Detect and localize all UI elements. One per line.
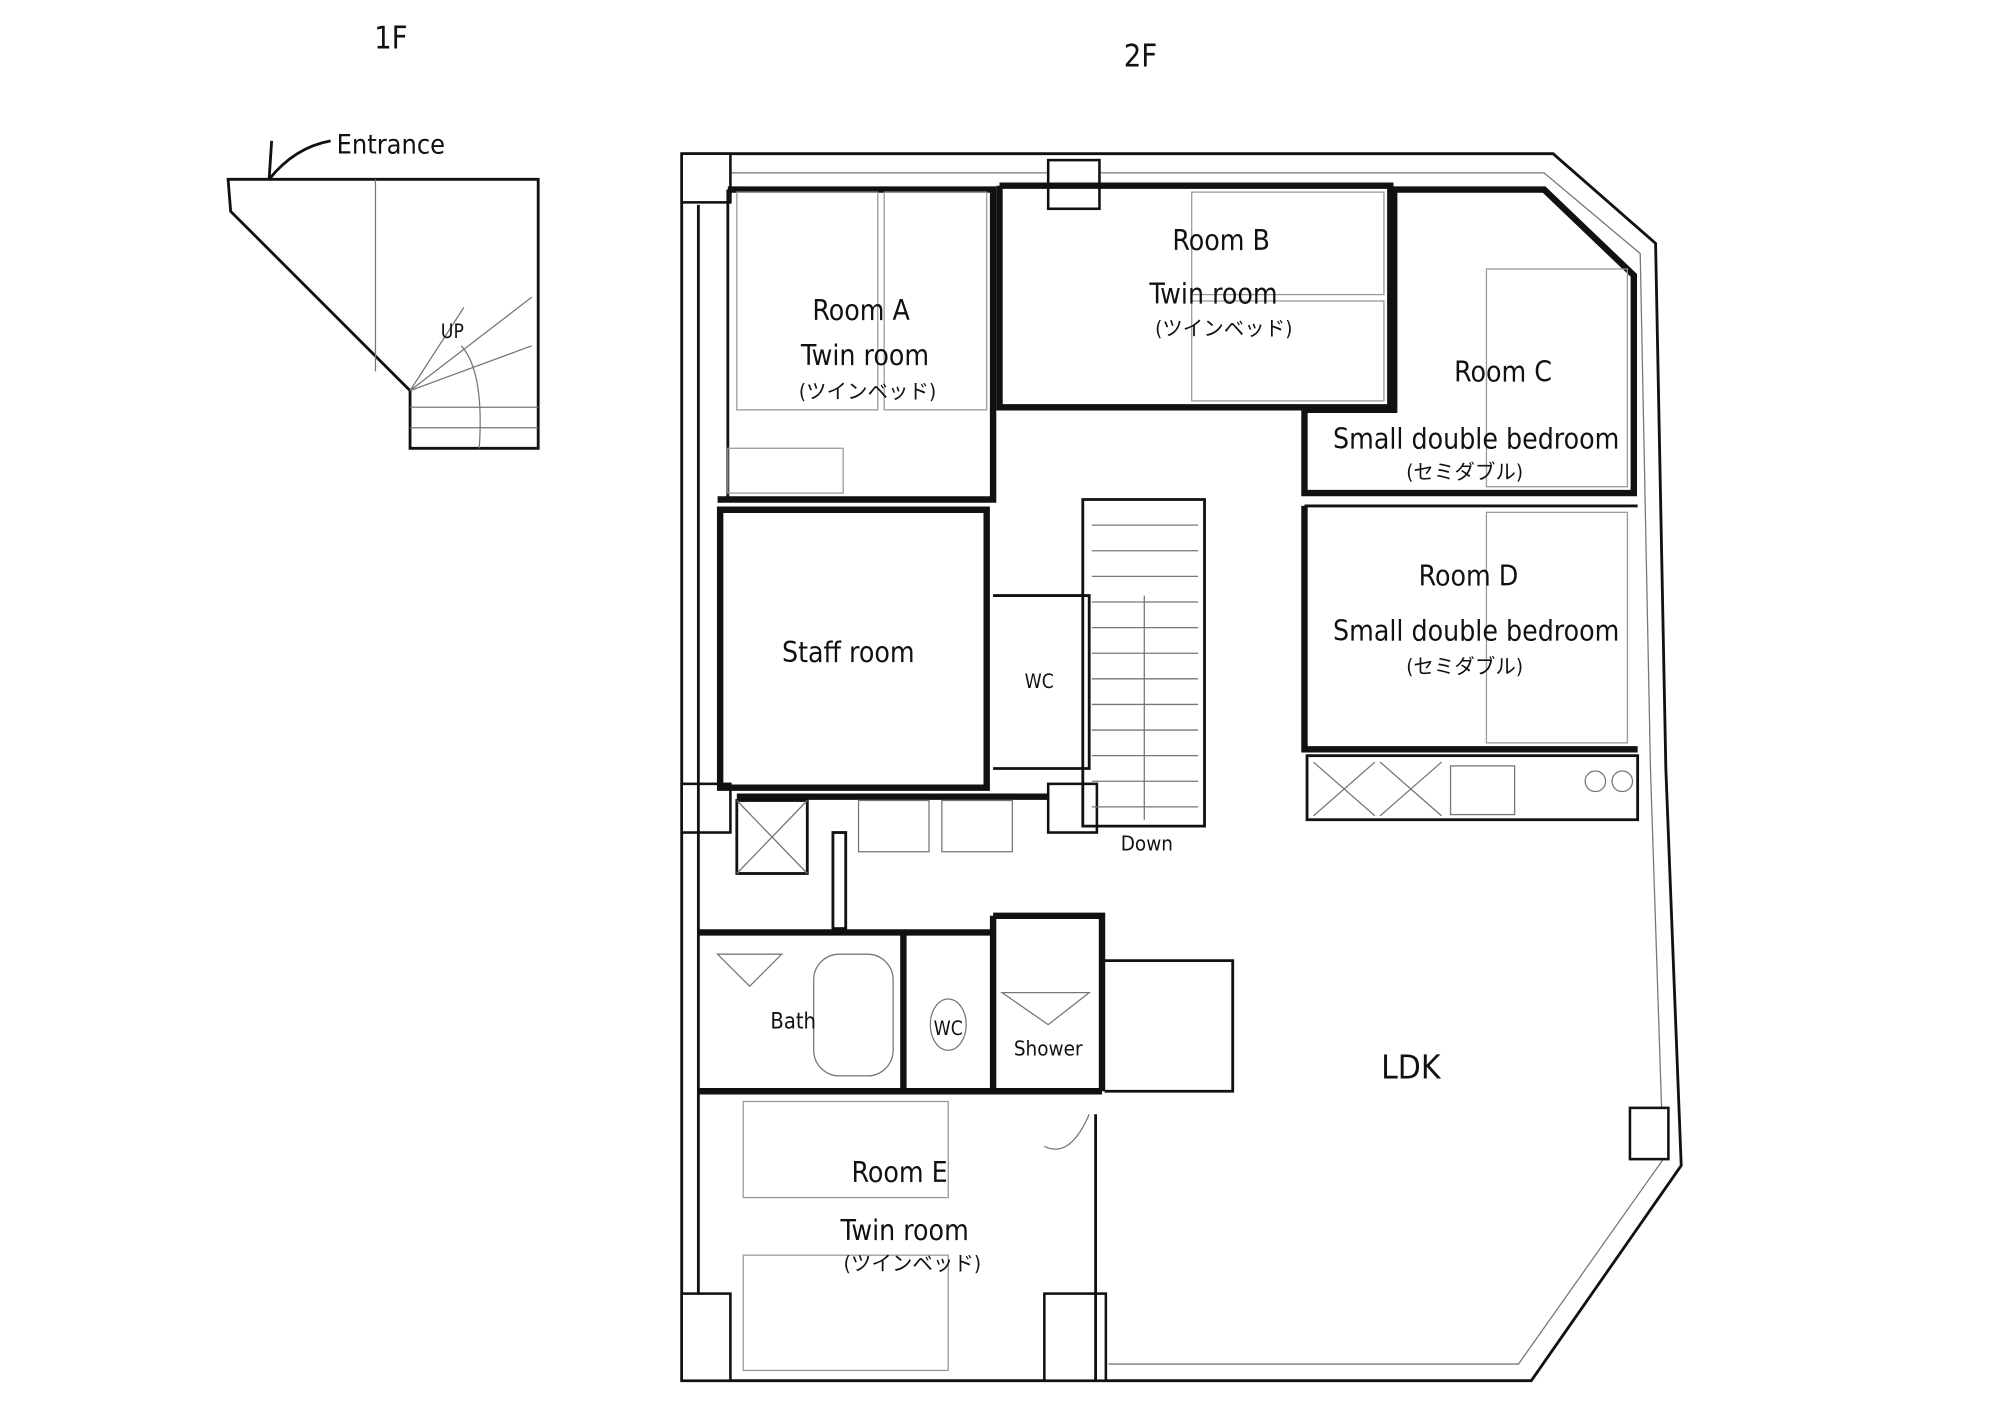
room-d-name: Room D: [1419, 559, 1519, 592]
first-floor-label: 1F: [374, 21, 408, 57]
room-c-name: Room C: [1454, 356, 1552, 389]
down-label: Down: [1121, 831, 1173, 855]
room-d: Room D Small double bedroom (セミダブル): [1333, 559, 1619, 678]
wc-lower-label: WC: [934, 1017, 963, 1040]
room-a: Room A Twin room (ツインベッド): [799, 294, 936, 403]
room-b-jp: (ツインベッド): [1155, 317, 1292, 341]
second-floor-label: 2F: [1124, 39, 1158, 75]
room-e: Room E Twin room (ツインベッド): [840, 1156, 981, 1275]
room-e-type: Twin room: [840, 1214, 969, 1247]
entrance-label: Entrance: [337, 130, 445, 161]
room-e-name: Room E: [851, 1156, 947, 1189]
room-c: Room C Small double bedroom (セミダブル): [1333, 356, 1619, 484]
room-a-type: Twin room: [800, 339, 929, 372]
room-c-type: Small double bedroom: [1333, 422, 1619, 455]
room-a-jp: (ツインベッド): [799, 379, 936, 403]
second-floor-walls: [680, 152, 1683, 1383]
up-label: UP: [441, 320, 464, 343]
ldk-label: LDK: [1381, 1047, 1442, 1086]
bath-label: Bath: [770, 1009, 816, 1034]
room-b: Room B Twin room (ツインベッド): [1148, 224, 1292, 341]
staff-room-label: Staff room: [782, 636, 915, 669]
wc-upper-label: WC: [1025, 670, 1054, 693]
first-floor-plan: 1F Entrance UP: [226, 21, 540, 450]
room-d-jp: (セミダブル): [1406, 655, 1523, 679]
room-e-jp: (ツインベッド): [844, 1252, 981, 1276]
room-c-jp: (セミダブル): [1406, 460, 1523, 484]
shower-label: Shower: [1014, 1036, 1083, 1060]
room-d-type: Small double bedroom: [1333, 614, 1619, 647]
room-a-name: Room A: [812, 294, 910, 327]
room-b-type: Twin room: [1148, 278, 1277, 311]
room-b-name: Room B: [1172, 224, 1270, 257]
